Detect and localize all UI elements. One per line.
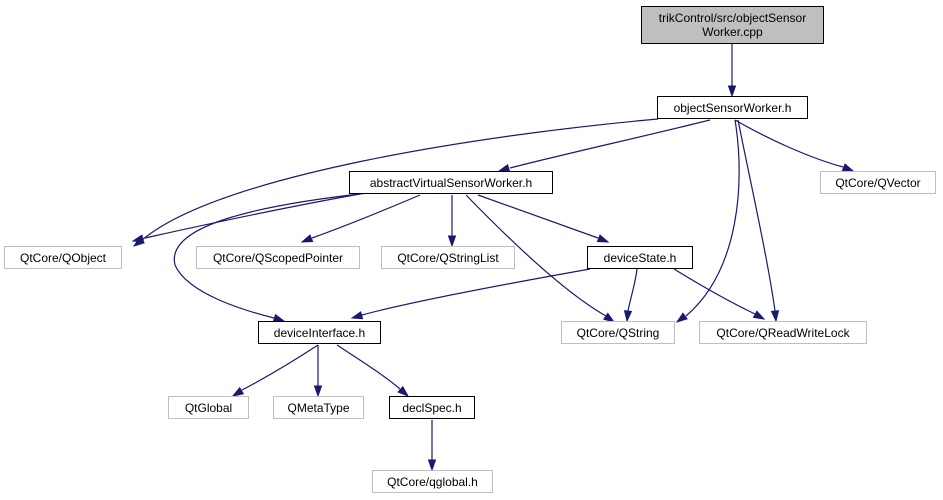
node-qtcore-qglobal-h[interactable]: QtCore/qglobal.h — [372, 470, 493, 493]
node-root-label-line1: trikControl/src/objectSensor — [658, 11, 807, 25]
node-qtcore-qstring[interactable]: QtCore/QString — [561, 321, 675, 344]
edge-osw-qvector-arrowhead — [841, 163, 855, 172]
edge-avsw-qscoped-arrowhead — [300, 234, 314, 243]
node-qtglobal-label: QtGlobal — [184, 400, 233, 415]
edge-devif-declspec-arrowhead — [397, 385, 410, 397]
node-qtcore-qstringlist[interactable]: QtCore/QStringList — [381, 246, 515, 269]
edge-avsw-qstring-arrowhead — [602, 312, 616, 323]
edge-osw-qstring-arrowhead — [675, 312, 688, 323]
node-avsw-label: abstractVirtualSensorWorker.h — [369, 175, 533, 190]
edge-osw-qrwlock — [737, 119, 780, 323]
node-objectsensorworker-cpp[interactable]: trikControl/src/objectSensor Worker.cpp — [641, 6, 824, 44]
edge-devstate-devif-arrowhead — [350, 311, 364, 320]
edge-avsw-qstring — [465, 194, 616, 323]
edge-osw-qvector — [734, 119, 855, 172]
edge-devstate-qrwlock-arrowhead — [752, 310, 766, 320]
node-qtcore-qvector[interactable]: QtCore/QVector — [820, 171, 936, 194]
edge-avsw-qscoped — [300, 194, 421, 243]
edge-devstate-qstring-arrowhead — [623, 310, 633, 323]
edge-devif-qmetatype — [313, 345, 323, 398]
edge-devstate-devif — [350, 268, 591, 320]
edge-declspec-qglobalh — [427, 420, 437, 472]
edge-avsw-devstate — [477, 194, 610, 243]
node-devif-label: deviceInterface.h — [273, 325, 366, 340]
edge-avsw-qobject — [131, 193, 361, 243]
edge-devif-qtglobal-arrowhead — [231, 386, 245, 397]
node-abstractvirtualsensorworker-h[interactable]: abstractVirtualSensorWorker.h — [349, 171, 553, 194]
edge-devif-qtglobal — [231, 344, 319, 397]
edge-declspec-qglobalh-arrowhead — [427, 459, 437, 472]
node-qtcore-qreadwritelock[interactable]: QtCore/QReadWriteLock — [699, 321, 867, 344]
node-root-label-line2: Worker.cpp — [702, 25, 763, 39]
edge-root-osw-arrowhead — [727, 85, 737, 98]
node-qstring-label: QtCore/QString — [576, 325, 660, 340]
edge-avsw-qobject-arrowhead — [131, 234, 145, 243]
node-declspec-h[interactable]: declSpec.h — [389, 396, 475, 419]
node-qmetatype[interactable]: QMetaType — [273, 396, 364, 419]
node-qvector-label: QtCore/QVector — [835, 175, 921, 190]
edge-devstate-qstring — [623, 268, 638, 323]
node-qobject-label: QtCore/QObject — [19, 250, 107, 265]
edge-devif-qmetatype-arrowhead — [313, 385, 323, 398]
node-qstringlist-label: QtCore/QStringList — [397, 250, 499, 265]
node-declspec-label: declSpec.h — [402, 400, 462, 415]
edge-root-osw — [727, 44, 737, 98]
node-devicestate-h[interactable]: deviceState.h — [587, 246, 693, 269]
edge-avsw-qstringlist-arrowhead — [447, 235, 457, 248]
edge-osw-avsw — [497, 119, 711, 173]
node-qmetatype-label: QMetaType — [287, 400, 350, 415]
edge-avsw-devstate-arrowhead — [596, 234, 610, 243]
node-qrwlock-label: QtCore/QReadWriteLock — [716, 325, 850, 340]
node-qtcore-qobject[interactable]: QtCore/QObject — [4, 246, 122, 269]
node-qtcore-qscopedpointer[interactable]: QtCore/QScopedPointer — [196, 246, 360, 269]
node-osw-label: objectSensorWorker.h — [673, 100, 792, 115]
edge-osw-qstring — [675, 119, 740, 323]
node-objectsensorworker-h[interactable]: objectSensorWorker.h — [657, 96, 808, 119]
node-qscoped-label: QtCore/QScopedPointer — [212, 250, 344, 265]
edge-avsw-qstringlist — [447, 195, 457, 248]
edge-osw-qrwlock-arrowhead — [770, 310, 780, 323]
edge-devif-declspec — [336, 344, 410, 397]
node-devstate-label: deviceState.h — [603, 250, 677, 265]
node-deviceinterface-h[interactable]: deviceInterface.h — [258, 321, 381, 344]
edge-devstate-qrwlock — [673, 268, 766, 320]
node-qtglobal[interactable]: QtGlobal — [168, 396, 249, 419]
node-qglobalh-label: QtCore/qglobal.h — [387, 474, 478, 489]
